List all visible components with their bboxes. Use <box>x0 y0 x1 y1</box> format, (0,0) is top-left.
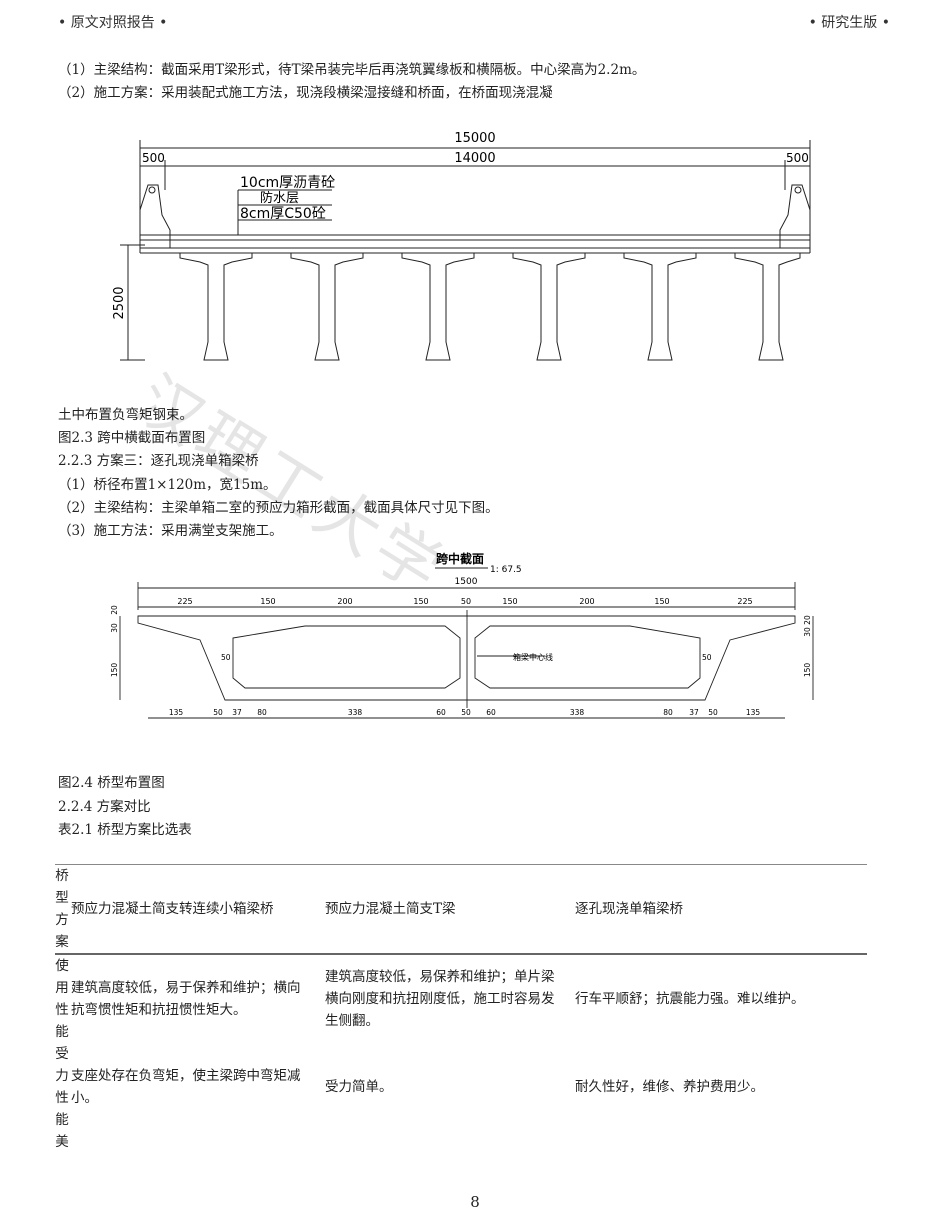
bottom-dim-12: 50 <box>708 708 718 717</box>
paragraph-construction: （2）施工方案：采用装配式施工方法，现浇段横梁湿接缝和桥面，在桥面现浇混凝 <box>58 85 553 101</box>
top-dim-9: 225 <box>737 597 752 606</box>
figure-caption-2-3: 图2.3 跨中横截面布置图 <box>58 430 206 446</box>
table-row: 受 力 性 能 支座处存在负弯矩，使主梁跨中弯矩减小。 受力简单。 耐久性好，维… <box>55 1043 867 1131</box>
header-cell-scheme: 桥 型 方 案 <box>55 868 69 950</box>
header-cell-scheme-3: 逐孔现浇单箱梁桥 <box>575 901 683 917</box>
bottom-dim-4: 80 <box>257 708 267 717</box>
top-dim-5: 50 <box>461 597 471 606</box>
section-scale: 1: 67.5 <box>490 565 522 575</box>
centerline-label: 箱梁中心线 <box>513 652 553 662</box>
figure-t-beam-section: 15000 14000 500 500 2500 10cm厚沥青砼 防水层 8c… <box>110 120 830 370</box>
paragraph-method: （3）施工方法：采用满堂支架施工。 <box>58 523 283 539</box>
section-heading-2-2-4: 2.2.4 方案对比 <box>58 799 151 815</box>
top-dim-8: 150 <box>654 597 669 606</box>
comparison-table: 桥 型 方 案 预应力混凝土简支转连续小箱梁桥 预应力混凝土简支T梁 逐孔现浇单… <box>55 864 867 1153</box>
paragraph-main-girder: （1）主梁结构：截面采用T梁形式，待T梁吊装完毕后再浇筑翼缘板和横隔板。中心梁高… <box>58 62 646 78</box>
table-cell: 支座处存在负弯矩，使主梁跨中弯矩减小。 <box>71 1068 301 1106</box>
layer-asphalt: 10cm厚沥青砼 <box>240 175 335 191</box>
chamfer-right: 50 <box>702 653 712 662</box>
side-dim-top-left: 30 <box>110 623 119 633</box>
side-dim-top-left-2: 20 <box>110 605 119 615</box>
bottom-dim-7: 50 <box>461 708 471 717</box>
header-left: • 原文对照报告 • <box>58 15 168 31</box>
dim-total-width: 1500 <box>455 577 478 587</box>
top-dim-1: 225 <box>177 597 192 606</box>
table-cell: 建筑高度较低，易保养和维护；单片梁横向刚度和抗扭刚度低，施工时容易发生侧翻。 <box>325 969 555 1029</box>
section-title: 跨中截面 <box>436 551 484 566</box>
table-header-row: 桥 型 方 案 预应力混凝土简支转连续小箱梁桥 预应力混凝土简支T梁 逐孔现浇单… <box>55 864 867 954</box>
figure-box-girder-section: 跨中截面 1: 67.5 1500 225 150 200 150 50 150… <box>105 548 835 738</box>
table-cell: 建筑高度较低，易于保养和维护；横向抗弯惯性矩和抗扭惯性矩大。 <box>71 980 301 1018</box>
paragraph-span: （1）桥径布置1×120m，宽15m。 <box>58 477 277 493</box>
bottom-dim-5: 338 <box>348 708 363 717</box>
bottom-dim-13: 135 <box>746 708 761 717</box>
table-cell <box>561 1131 867 1153</box>
top-dim-3: 200 <box>337 597 352 606</box>
bottom-dim-8: 60 <box>486 708 496 717</box>
side-dim-top-right: 30 20 <box>803 615 812 637</box>
header-cell-scheme-1: 预应力混凝土简支转连续小箱梁桥 <box>71 901 274 917</box>
dim-total: 15000 <box>454 131 495 146</box>
table-cell: 受力简单。 <box>325 1079 393 1095</box>
dim-left: 500 <box>142 151 165 165</box>
bottom-dim-9: 338 <box>570 708 585 717</box>
chamfer-left: 50 <box>221 653 231 662</box>
box-girder-drawing: 跨中截面 1: 67.5 1500 225 150 200 150 50 150… <box>110 551 814 719</box>
table-cell: 行车平顺舒；抗震能力强。难以维护。 <box>575 991 805 1007</box>
top-dim-7: 200 <box>579 597 594 606</box>
bottom-dim-6: 60 <box>436 708 446 717</box>
layer-concrete: 8cm厚C50砼 <box>240 206 326 222</box>
bottom-dim-11: 37 <box>689 708 699 717</box>
figure-caption-2-4: 图2.4 桥型布置图 <box>58 775 165 791</box>
paragraph-continued: 土中布置负弯矩钢束。 <box>58 407 193 423</box>
header-cell-scheme-2: 预应力混凝土简支T梁 <box>325 901 456 917</box>
bottom-dim-2: 50 <box>213 708 223 717</box>
table-cell <box>69 1131 311 1153</box>
top-dim-2: 150 <box>260 597 275 606</box>
dim-right: 500 <box>786 151 809 165</box>
t-beam-drawing: 15000 14000 500 500 2500 10cm厚沥青砼 防水层 8c… <box>112 131 811 361</box>
dim-height: 2500 <box>112 286 127 319</box>
row-label-usage: 使 用 性 能 <box>55 958 69 1040</box>
t-beam-web <box>179 253 253 361</box>
row-label-force: 受 力 性 能 <box>55 1046 69 1128</box>
dim-inner: 14000 <box>454 151 495 166</box>
side-dim-height-left: 150 <box>110 663 119 678</box>
side-dim-height-right: 150 <box>803 663 812 678</box>
top-dim-6: 150 <box>502 597 517 606</box>
table-cell: 耐久性好，维修、养护费用少。 <box>575 1079 764 1095</box>
bottom-dim-3: 37 <box>232 708 242 717</box>
paragraph-box-girder: （2）主梁结构：主梁单箱二室的预应力箱形截面，截面具体尺寸见下图。 <box>58 500 499 516</box>
layer-waterproof: 防水层 <box>260 190 299 206</box>
header-right: • 研究生版 • <box>808 15 890 31</box>
table-caption-2-1: 表2.1 桥型方案比选表 <box>58 822 192 838</box>
bottom-dim-1: 135 <box>169 708 184 717</box>
section-heading-2-2-3: 2.2.3 方案三：逐孔现浇单箱梁桥 <box>58 453 259 469</box>
page-number: 8 <box>470 1193 480 1211</box>
top-dim-4: 150 <box>413 597 428 606</box>
bottom-dim-10: 80 <box>663 708 673 717</box>
table-row: 美 <box>55 1131 867 1153</box>
table-cell <box>311 1131 561 1153</box>
row-label-aesthetics: 美 <box>55 1134 69 1150</box>
table-row: 使 用 性 能 建筑高度较低，易于保养和维护；横向抗弯惯性矩和抗扭惯性矩大。 建… <box>55 954 867 1043</box>
